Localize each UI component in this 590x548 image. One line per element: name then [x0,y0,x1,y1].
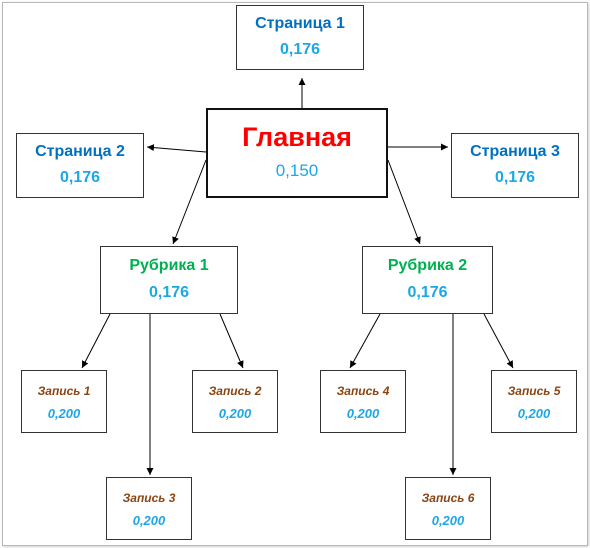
node-post-4: Запись 4 0,200 [320,370,406,433]
node-post-6-title: Запись 6 [421,491,475,505]
node-post-5: Запись 5 0,200 [491,370,577,433]
edge-main-to-rub2 [387,159,421,245]
node-post-5-title: Запись 5 [507,384,561,398]
node-post-6: Запись 6 0,200 [405,477,491,540]
node-post-3-title: Запись 3 [122,491,176,505]
node-rubric-2-value: 0,176 [407,284,448,301]
node-post-2-value: 0,200 [218,406,252,421]
node-page-2: Страница 2 0,176 [16,133,144,198]
edge-rub1-to-post2 [219,313,244,369]
node-page-1-title: Страница 1 [255,15,345,32]
node-main-title: Главная [242,122,352,152]
node-post-5-value: 0,200 [517,406,551,421]
node-main-value: 0,150 [275,161,319,180]
node-page-3: Страница 3 0,176 [451,133,579,198]
node-post-1-value: 0,200 [47,406,81,421]
node-post-4-title: Запись 4 [336,384,390,398]
node-rubric-2-title: Рубрика 2 [387,257,468,274]
node-page-1-value: 0,176 [279,41,321,58]
node-post-3: Запись 3 0,200 [106,477,192,540]
node-post-2: Запись 2 0,200 [192,370,278,433]
node-post-4-value: 0,200 [346,406,380,421]
node-rubric-1: Рубрика 1 0,176 [100,246,238,314]
node-rubric-1-title: Рубрика 1 [129,257,209,274]
edge-main-to-page2 [146,144,207,153]
node-main: Главная 0,150 [206,108,388,198]
edge-rub2-to-post4 [349,313,381,369]
edge-rub1-to-post1 [81,313,111,369]
node-post-1: Запись 1 0,200 [21,370,107,433]
node-page-2-value: 0,176 [59,169,101,186]
node-page-1: Страница 1 0,176 [236,5,364,70]
edge-rub2-to-post5 [483,313,514,369]
node-rubric-2: Рубрика 2 0,176 [362,246,493,314]
node-page-3-value: 0,176 [494,169,536,186]
node-post-6-value: 0,200 [431,513,465,528]
node-post-2-title: Запись 2 [208,384,262,398]
edge-main-to-rub1 [172,159,207,245]
node-post-3-value: 0,200 [132,513,166,528]
node-post-1-title: Запись 1 [37,384,91,398]
node-page-2-title: Страница 2 [35,143,125,160]
node-rubric-1-value: 0,176 [148,284,190,301]
node-page-3-title: Страница 3 [470,143,560,160]
